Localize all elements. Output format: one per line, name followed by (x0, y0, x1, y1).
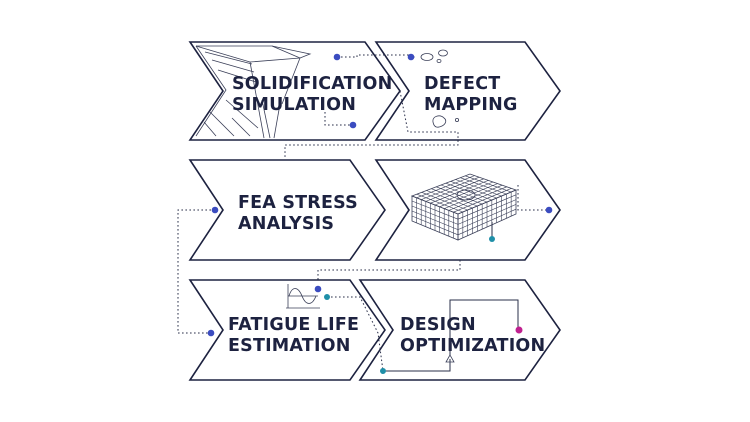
fea-label-line1: FEA STRESS (238, 193, 358, 213)
connector-dot (489, 236, 495, 242)
sine-wave-graph-icon (286, 284, 320, 309)
fatigue-label-line2: ESTIMATION (228, 336, 351, 356)
defect-label-line2: MAPPING (424, 95, 518, 115)
fea-mesh-icon (410, 173, 518, 241)
solidification-block-icon (195, 45, 312, 139)
fatigue-label-line1: FATIGUE LIFE (228, 315, 359, 335)
step-mesh-model (374, 159, 561, 261)
step-fea-stress-analysis: FEA STRESS ANALYSIS (188, 159, 386, 261)
connector-dot (314, 285, 322, 293)
connector-dot (333, 53, 341, 61)
design-label-line1: DESIGN (400, 315, 476, 335)
connector-dot (407, 53, 415, 61)
fea-label-line2: ANALYSIS (238, 214, 334, 234)
row1-connectors (284, 53, 459, 158)
row2-connectors (177, 185, 553, 334)
row3-connectors (207, 285, 523, 374)
connector-dot (211, 206, 219, 214)
step-design-optimization: DESIGN OPTIMIZATION (358, 279, 561, 381)
connector-dot (349, 121, 357, 129)
step-fatigue-life-estimation: FATIGUE LIFE ESTIMATION (188, 279, 386, 381)
design-label-line2: OPTIMIZATION (400, 336, 545, 356)
step-solidification-simulation: SOLIDIFICATION SIMULATION (188, 41, 401, 141)
solidification-label-line2: SIMULATION (232, 95, 356, 115)
connector-dot (324, 294, 330, 300)
defect-label-line1: DEFECT (424, 74, 500, 94)
connector-dot (545, 206, 553, 214)
solidification-label-line1: SOLIDIFICATION (232, 74, 392, 94)
connector-dot (380, 368, 386, 374)
connector-dot-accent (515, 326, 523, 334)
defect-pores-icon (420, 49, 459, 128)
connector-dot (207, 329, 215, 337)
step-defect-mapping: DEFECT MAPPING (374, 41, 561, 141)
